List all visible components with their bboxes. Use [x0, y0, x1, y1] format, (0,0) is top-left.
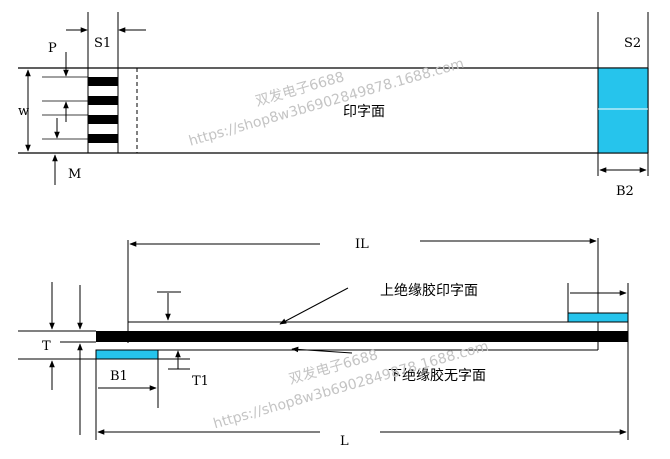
s2-stiffener [597, 67, 649, 154]
label-t1: T1 [192, 374, 209, 389]
conductor-bar-3 [88, 115, 118, 124]
side-view: IL 上绝缘胶印字面 下绝缘胶无字面 T [18, 237, 629, 449]
label-upper-insulation: 上绝缘胶印字面 [380, 282, 478, 299]
upper-stiffener [567, 312, 629, 323]
label-print-surface: 印字面 [343, 104, 385, 120]
watermark-top: 双发电子6688 https://shop8w3b6902849878.1688… [187, 56, 466, 150]
conductor-layer [96, 331, 628, 342]
label-t: T [42, 339, 51, 354]
conductor-bar-4 [88, 134, 118, 143]
label-m: M [68, 167, 81, 182]
conductor-bar-2 [88, 96, 118, 105]
label-b2: B2 [616, 184, 634, 199]
label-l: L [340, 434, 349, 449]
label-p: P [48, 41, 57, 56]
conductor-bar-1 [88, 77, 118, 86]
top-view: S1 P w M 印字面 S2 B2 [18, 12, 649, 199]
label-s1: S1 [94, 36, 111, 51]
watermark-url: https://shop8w3b6902849878.1688.com [187, 56, 466, 150]
lower-stiffener [95, 349, 159, 360]
lower-insulation-pointer [291, 346, 353, 354]
label-il: IL [355, 237, 369, 252]
label-w: w [18, 104, 29, 119]
label-lower-insulation: 下绝缘胶无字面 [388, 367, 486, 384]
upper-insulation-pointer [279, 287, 349, 325]
label-b1: B1 [110, 369, 128, 384]
label-s2: S2 [624, 36, 641, 51]
